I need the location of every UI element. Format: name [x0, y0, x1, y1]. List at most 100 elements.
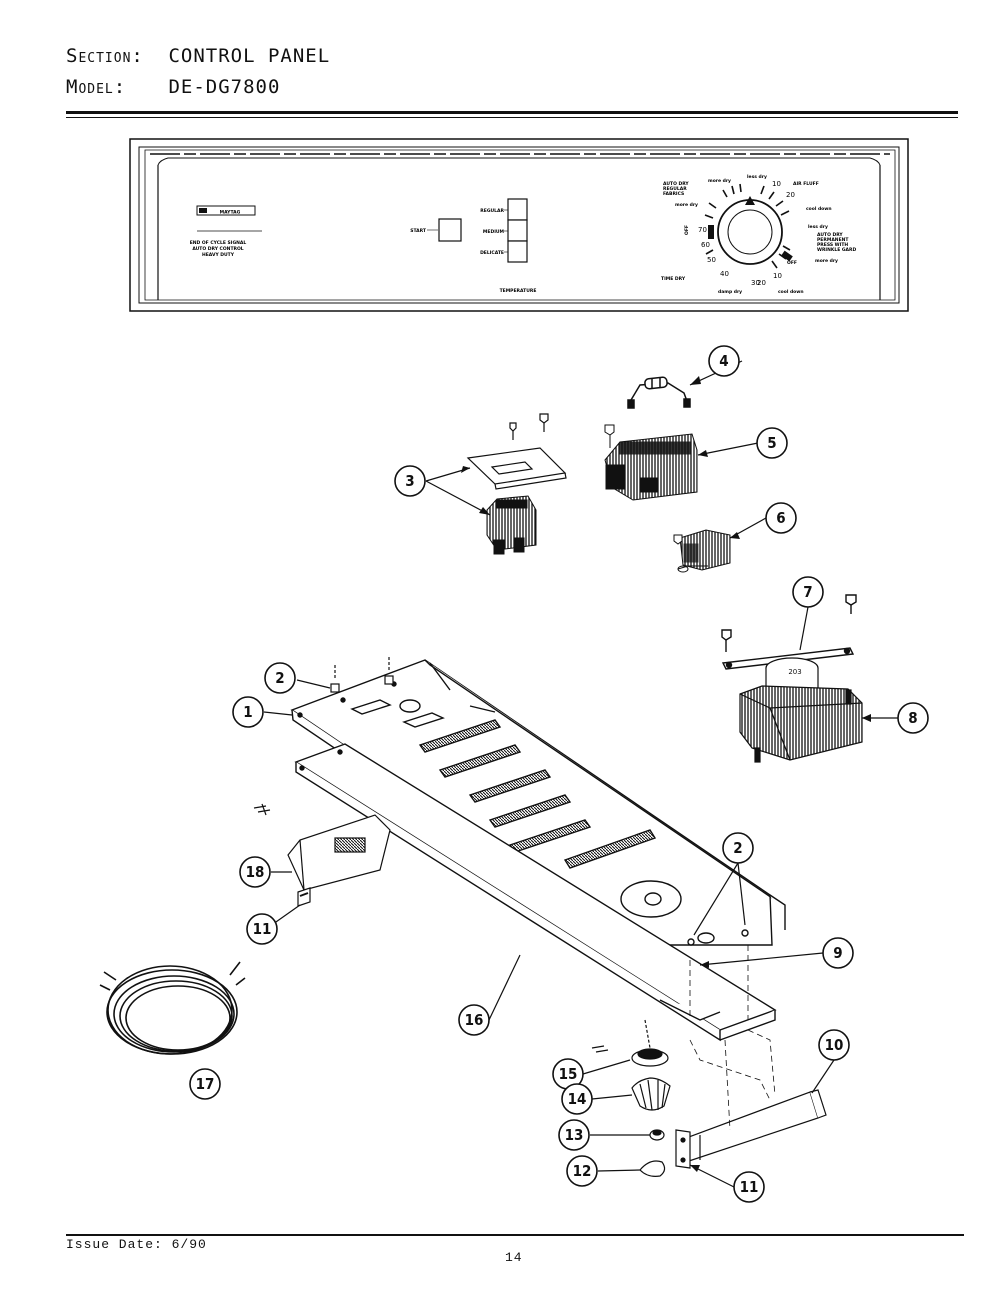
svg-text:20: 20	[757, 279, 766, 287]
svg-text:MEDIUM: MEDIUM	[483, 229, 505, 235]
temp-regular-button[interactable]	[507, 198, 528, 221]
callout-2a: 2	[275, 669, 284, 687]
part-5-switch-block	[604, 424, 698, 501]
page-number: 14	[505, 1250, 523, 1265]
svg-text:PRESS WITH: PRESS WITH	[817, 242, 848, 248]
callout-circles	[189, 345, 929, 1203]
part-2-screws-top	[330, 657, 394, 693]
svg-text:OFF: OFF	[684, 225, 690, 235]
svg-text:more dry: more dry	[815, 258, 838, 264]
callout-14: 14	[568, 1090, 587, 1108]
callout-4: 4	[719, 352, 728, 370]
part-8-timer: 203	[739, 657, 863, 763]
callout-11b: 11	[740, 1178, 759, 1196]
callout-5: 5	[767, 434, 776, 452]
callout-circle-11b	[733, 1171, 765, 1203]
callout-circle-6	[765, 502, 797, 534]
callout-circle-17	[189, 1068, 221, 1100]
start-button[interactable]	[438, 218, 462, 242]
part-10-side-bracket	[685, 1089, 827, 1163]
issue-date: Issue Date: 6/90	[66, 1237, 207, 1252]
temp-delicate-button[interactable]	[507, 240, 528, 263]
callout-circle-10	[818, 1029, 850, 1061]
off-marker-right	[781, 250, 793, 262]
svg-text:TIME DRY: TIME DRY	[661, 276, 686, 282]
section-label: Section:	[66, 45, 144, 67]
svg-text:REGULAR: REGULAR	[663, 186, 687, 192]
assembly-guide-lines	[689, 945, 776, 1131]
svg-text:damp dry: damp dry	[718, 289, 742, 295]
callout-2b: 2	[733, 839, 742, 857]
callout-circle-18	[239, 856, 271, 888]
section-title: CONTROL PANEL	[168, 45, 331, 67]
callout-11a: 11	[253, 920, 272, 938]
footer-rule	[66, 1234, 964, 1236]
svg-text:less dry: less dry	[747, 174, 767, 180]
callout-circle-9	[822, 937, 854, 969]
svg-text:more dry: more dry	[708, 178, 731, 184]
end-cycle-text: END OF CYCLE SIGNAL AUTO DRY CONTROL HEA…	[190, 240, 247, 258]
svg-text:cool down: cool down	[778, 289, 804, 295]
callout-numbers: 4 3 5 6 7 8 2 1 2 9 10 11 11 18 16 17 15…	[196, 352, 918, 1196]
svg-text:50: 50	[707, 256, 716, 264]
callout-circle-12	[566, 1155, 598, 1187]
callout-6: 6	[776, 509, 785, 527]
part-15-knob-bushing	[631, 1019, 669, 1067]
callout-circle-2b	[722, 832, 754, 864]
svg-text:70: 70	[698, 226, 707, 234]
callout-circle-1	[232, 696, 264, 728]
svg-text:10: 10	[772, 180, 781, 188]
part-3-switch-plate	[466, 413, 567, 490]
timer-dial-inner-ring	[727, 209, 773, 255]
callout-circle-16	[458, 1004, 490, 1036]
svg-text:cool down: cool down	[806, 206, 832, 212]
callout-circle-4	[708, 345, 740, 377]
svg-text:HEAVY DUTY: HEAVY DUTY	[202, 252, 235, 258]
callout-15: 15	[559, 1065, 578, 1083]
maytag-logo: MAYTAG	[196, 205, 262, 232]
svg-text:TEMPERATURE: TEMPERATURE	[500, 288, 537, 294]
dial-pointer-icon	[745, 196, 755, 205]
model-label: Model:	[66, 76, 127, 98]
temp-medium-button[interactable]	[507, 219, 528, 242]
svg-text:more dry: more dry	[675, 202, 698, 208]
header-rule-thick	[66, 111, 958, 114]
callout-circle-3	[394, 465, 426, 497]
header-rule-thin	[66, 117, 958, 118]
callout-12: 12	[573, 1162, 592, 1180]
svg-text:203: 203	[788, 668, 801, 676]
callout-3: 3	[405, 472, 414, 490]
callout-9: 9	[833, 944, 842, 962]
callout-arrowheads	[461, 376, 871, 1172]
svg-text:60: 60	[701, 241, 710, 249]
callout-8: 8	[908, 709, 917, 727]
part-4-resistor	[627, 376, 691, 409]
model-number: DE-DG7800	[168, 76, 281, 98]
svg-text:20: 20	[786, 191, 795, 199]
svg-text:30: 30	[751, 279, 760, 287]
callout-circle-2a	[264, 662, 296, 694]
svg-text:START: START	[410, 228, 427, 234]
callout-18: 18	[246, 863, 265, 881]
svg-text:40: 40	[720, 270, 729, 278]
callout-circle-11a	[246, 913, 278, 945]
part-17-wire-harness	[99, 961, 246, 1055]
temperature-buttons: REGULAR MEDIUM DELICATE TEMPERATURE	[480, 208, 536, 294]
part-12-knob-insert	[639, 1160, 666, 1177]
svg-text:WRINKLE GARD: WRINKLE GARD	[817, 247, 857, 253]
svg-text:less dry: less dry	[808, 224, 828, 230]
timer-dial-numbers: 10 20 30 40 50 60 70 20 10	[698, 180, 795, 287]
svg-text:AIR FLUFF: AIR FLUFF	[793, 181, 819, 187]
part-3-switch-body	[486, 495, 537, 555]
svg-text:MAYTAG: MAYTAG	[220, 210, 241, 216]
part-16-rear-channel	[294, 743, 777, 1042]
svg-text:DELICATE: DELICATE	[480, 250, 504, 256]
callout-1: 1	[243, 703, 252, 721]
section-line: Section: CONTROL PANEL	[66, 45, 330, 67]
timer-dial-ticks	[704, 183, 791, 269]
callout-circle-7	[792, 576, 824, 608]
part-14-timer-knob	[631, 1077, 671, 1111]
callout-10: 10	[825, 1036, 844, 1054]
start-control: START	[410, 228, 438, 234]
